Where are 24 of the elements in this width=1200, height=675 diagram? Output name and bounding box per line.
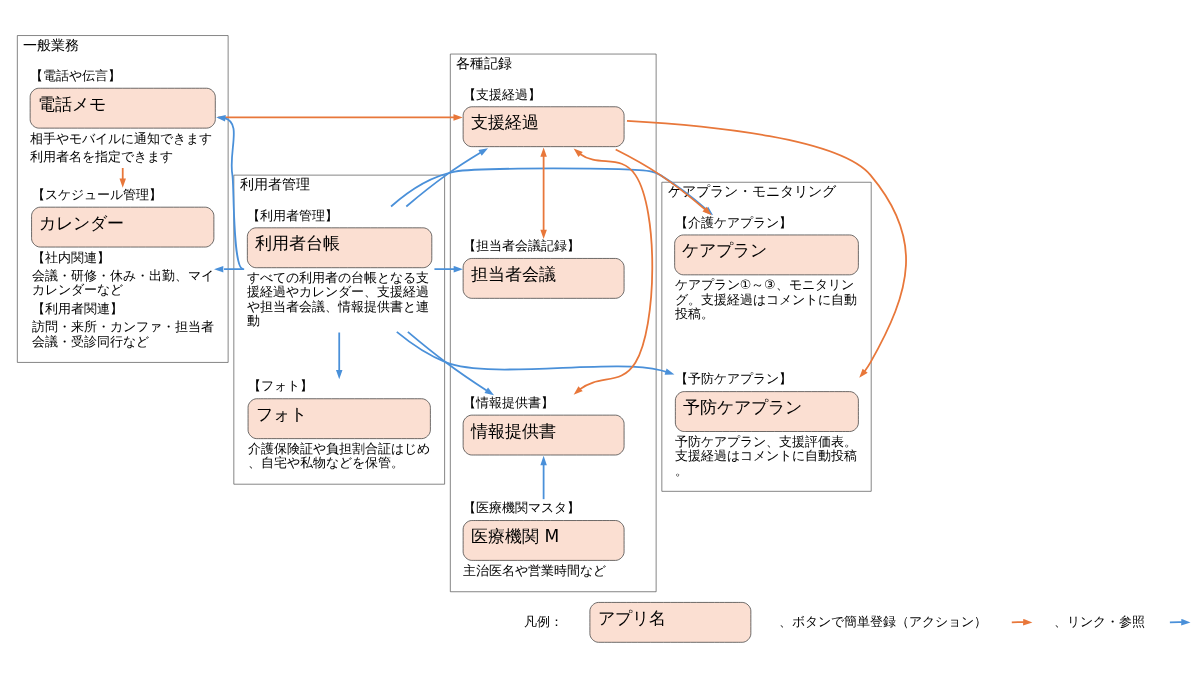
node-label: 予防ケアプラン、支援評価表。支援経過はコメントに自動投稿。 [675, 434, 858, 478]
node-label: 【医療機関マスタ】 [463, 500, 581, 516]
legend-label: 、リンク・参照 [1054, 613, 1146, 629]
node-label: 【支援経過】 [463, 86, 542, 102]
legend-label: 、ボタンで簡単登録（アクション） [778, 613, 987, 629]
node-label: 【予防ケアプラン】 [675, 371, 793, 387]
node-label: 【スケジュール管理】 [31, 186, 162, 202]
node-label: 相手やモバイルに通知できます [30, 130, 213, 146]
node-label: 利用者名を指定できます [30, 149, 174, 165]
node-label: 介護保険証や負担割合証はじめ、自宅や私物などを保管。 [248, 441, 431, 471]
node-label: 訪問・来所・カンファ・担当者会議・受診同行など [31, 319, 214, 349]
node-label: 【担当者会議記録】 [463, 238, 581, 254]
node-label: 【電話や伝言】 [30, 67, 122, 83]
node-label: 【利用者関連】 [31, 300, 123, 316]
node-label: すべての利用者の台帳となる支援経過やカレンダー、支援経過や担当者会議、情報提供書と連動 [247, 270, 430, 328]
node-label: 【社内関連】 [31, 249, 110, 265]
node-label: 【フォト】 [248, 378, 314, 394]
node-label: 主治医名や営業時間など [463, 562, 607, 578]
node-label: 【情報提供書】 [463, 394, 555, 410]
node-label: 【利用者管理】 [247, 207, 339, 223]
label: 凡例： [524, 613, 564, 629]
node-label: 会議・研修・休み・出勤、マイカレンダーなど [31, 268, 214, 298]
node-label: 【介護ケアプラン】 [674, 214, 792, 230]
node-label: ケアプラン①～③、モニタリング。支援経過はコメントに自動投稿。 [674, 277, 857, 321]
